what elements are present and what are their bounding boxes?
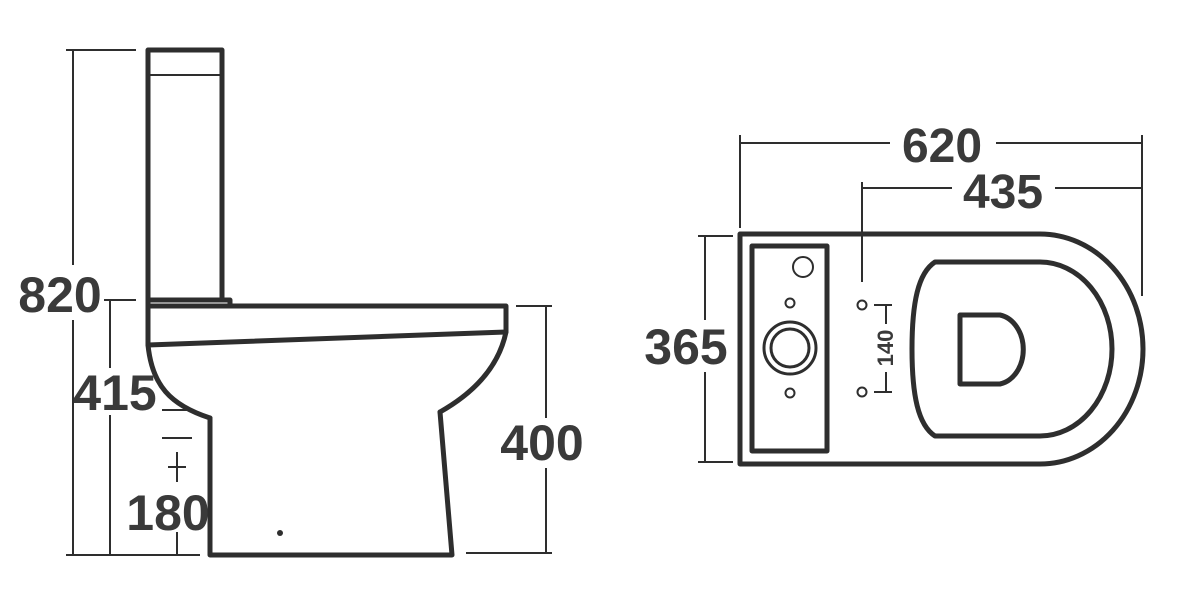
dimension-pan-length: 435 (861, 166, 1142, 282)
dimension-seat-height: 415 (73, 299, 157, 555)
flush-valve-inner (769, 327, 811, 369)
overall-height-label: 820 (18, 267, 101, 323)
pan-bowl (145, 297, 509, 421)
seat-height-label: 415 (73, 365, 156, 421)
dimension-pan-height: 400 (466, 305, 584, 554)
dimension-overall-height: 820 (18, 49, 200, 556)
pedestal (207, 409, 455, 558)
side-view: 820 415 180 400 (18, 47, 584, 558)
dimension-overall-length: 620 (739, 120, 1143, 296)
outlet-height-label: 180 (126, 485, 209, 541)
cistern-plan (749, 243, 830, 454)
plan-view: 140 620 435 365 (644, 120, 1146, 467)
pan-length-label: 435 (963, 166, 1043, 219)
cistern-fixing-top (784, 297, 796, 309)
seat-outline (909, 259, 1115, 439)
dimension-outlet-height: 180 (126, 409, 210, 555)
overall-length-label: 620 (902, 120, 982, 173)
dimension-width: 365 (644, 235, 733, 463)
cistern-button (792, 256, 814, 278)
dimension-fixing-centres: 140 (873, 304, 898, 393)
seat-fixing-bottom (856, 386, 868, 398)
width-label: 365 (644, 319, 727, 375)
outlet-marker (277, 530, 283, 536)
bowl-opening (957, 312, 1026, 387)
pan-height-label: 400 (500, 415, 583, 471)
cistern (145, 47, 233, 309)
pan-outline (737, 231, 1146, 467)
cistern-fixing-bottom (784, 387, 796, 399)
seat-fixing-top (856, 299, 868, 311)
flush-valve-outer (762, 320, 818, 376)
fixing-centres-label: 140 (873, 330, 898, 367)
